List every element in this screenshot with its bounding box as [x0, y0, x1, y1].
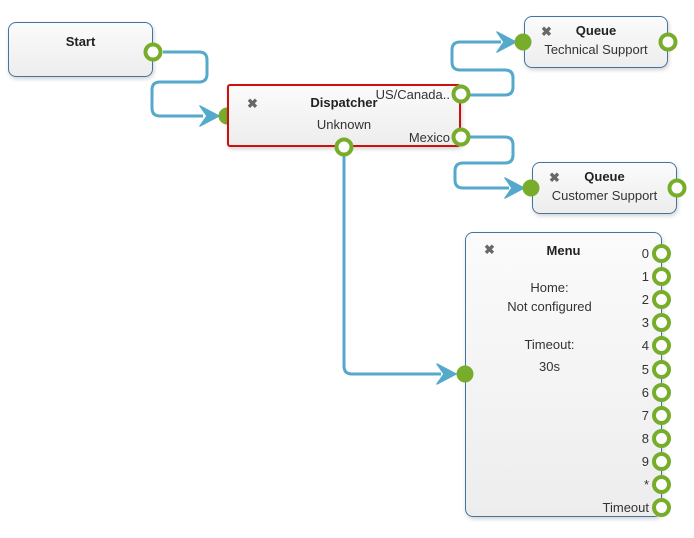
- delete-icon[interactable]: ✖: [541, 24, 552, 39]
- menu-title: Menu: [546, 243, 581, 258]
- node-dispatcher[interactable]: ✖ Dispatcher Unknown US/Canada.. Mexico: [227, 84, 461, 147]
- menu-timeout-value: 30s: [539, 359, 560, 374]
- arrowhead-dispatcher-to-menu: [436, 363, 457, 385]
- menu-port-label-0: 0: [641, 246, 649, 261]
- menu-output-port-4[interactable]: [652, 336, 671, 355]
- connector-start-to-dispatcher[interactable]: [150, 50, 209, 118]
- dispatcher-output-port-mexico[interactable]: [451, 127, 471, 147]
- menu-port-label-star: *: [643, 477, 649, 492]
- queue-customer-input-port[interactable]: [522, 179, 540, 197]
- menu-port-row-2: 2: [571, 290, 671, 310]
- menu-input-port[interactable]: [456, 365, 474, 383]
- menu-port-label-9: 9: [641, 454, 649, 469]
- menu-output-port-1[interactable]: [652, 267, 671, 286]
- menu-home-label: Home:: [530, 280, 569, 295]
- menu-port-label-8: 8: [641, 431, 649, 446]
- menu-output-port-8[interactable]: [652, 429, 671, 448]
- menu-port-label-4: 4: [641, 338, 649, 353]
- menu-port-label-6: 6: [641, 385, 649, 400]
- delete-icon[interactable]: ✖: [549, 170, 560, 185]
- dispatcher-output-port-us-canada[interactable]: [451, 84, 471, 104]
- menu-port-label-timeout: Timeout: [602, 500, 649, 515]
- menu-output-port-timeout[interactable]: [652, 498, 671, 517]
- connector-uscanada-to-queue-technical[interactable]: [450, 40, 515, 97]
- menu-port-row-star: *: [571, 475, 671, 495]
- connector-mexico-to-queue-customer[interactable]: [453, 135, 515, 190]
- menu-output-port-3[interactable]: [652, 313, 671, 332]
- menu-output-port-9[interactable]: [652, 452, 671, 471]
- dispatcher-title: Dispatcher: [310, 95, 378, 110]
- start-title: Start: [65, 34, 96, 49]
- menu-port-label-1: 1: [641, 269, 649, 284]
- menu-port-label-2: 2: [641, 292, 649, 307]
- menu-port-row-1: 1: [571, 267, 671, 287]
- queue-technical-title: Queue: [575, 23, 617, 38]
- menu-port-row-7: 7: [571, 406, 671, 426]
- menu-port-label-7: 7: [641, 408, 649, 423]
- queue-technical-output-port[interactable]: [658, 32, 678, 52]
- node-queue-technical[interactable]: ✖ Queue Technical Support: [524, 16, 668, 68]
- queue-customer-output-port[interactable]: [667, 178, 687, 198]
- menu-port-row-6: 6: [571, 383, 671, 403]
- menu-port-label-3: 3: [641, 315, 649, 330]
- menu-home-value: Not configured: [507, 299, 592, 314]
- menu-port-row-timeout: Timeout: [571, 498, 671, 518]
- menu-output-port-star[interactable]: [652, 475, 671, 494]
- menu-output-port-7[interactable]: [652, 406, 671, 425]
- menu-port-row-9: 9: [571, 452, 671, 472]
- queue-customer-title: Queue: [584, 169, 625, 184]
- arrowhead-start-to-dispatcher: [199, 105, 220, 127]
- node-menu[interactable]: ✖ Menu Home: Not configured Timeout: 30s…: [465, 232, 671, 518]
- menu-output-port-5[interactable]: [652, 360, 671, 379]
- arrowhead-uscanada-to-queue-technical: [496, 31, 517, 53]
- dispatcher-output-label-mexico: Mexico: [408, 130, 450, 145]
- menu-port-row-0: 0: [571, 244, 671, 264]
- menu-port-row-4: 4: [571, 336, 671, 356]
- menu-output-port-6[interactable]: [652, 383, 671, 402]
- arrowhead-mexico-to-queue-customer: [504, 177, 525, 199]
- dispatcher-output-label-us-canada: US/Canada..: [375, 87, 450, 102]
- node-start[interactable]: Start: [8, 22, 153, 77]
- queue-technical-input-port[interactable]: [514, 33, 532, 51]
- menu-timeout-label: Timeout:: [524, 337, 575, 352]
- menu-output-port-0[interactable]: [652, 244, 671, 263]
- dispatcher-output-port-bottom[interactable]: [334, 137, 354, 157]
- connector-dispatcher-to-menu[interactable]: [342, 156, 441, 376]
- menu-output-port-2[interactable]: [652, 290, 671, 309]
- delete-icon[interactable]: ✖: [247, 96, 258, 111]
- delete-icon[interactable]: ✖: [484, 242, 495, 257]
- menu-port-row-5: 5: [571, 360, 671, 380]
- node-queue-customer[interactable]: ✖ Queue Customer Support: [532, 162, 677, 214]
- menu-port-label-5: 5: [641, 362, 649, 377]
- start-output-port[interactable]: [143, 42, 163, 62]
- queue-technical-subtitle: Technical Support: [544, 42, 648, 57]
- queue-customer-subtitle: Customer Support: [551, 188, 658, 203]
- menu-port-row-8: 8: [571, 429, 671, 449]
- menu-port-row-3: 3: [571, 313, 671, 333]
- dispatcher-subtitle: Unknown: [316, 117, 372, 132]
